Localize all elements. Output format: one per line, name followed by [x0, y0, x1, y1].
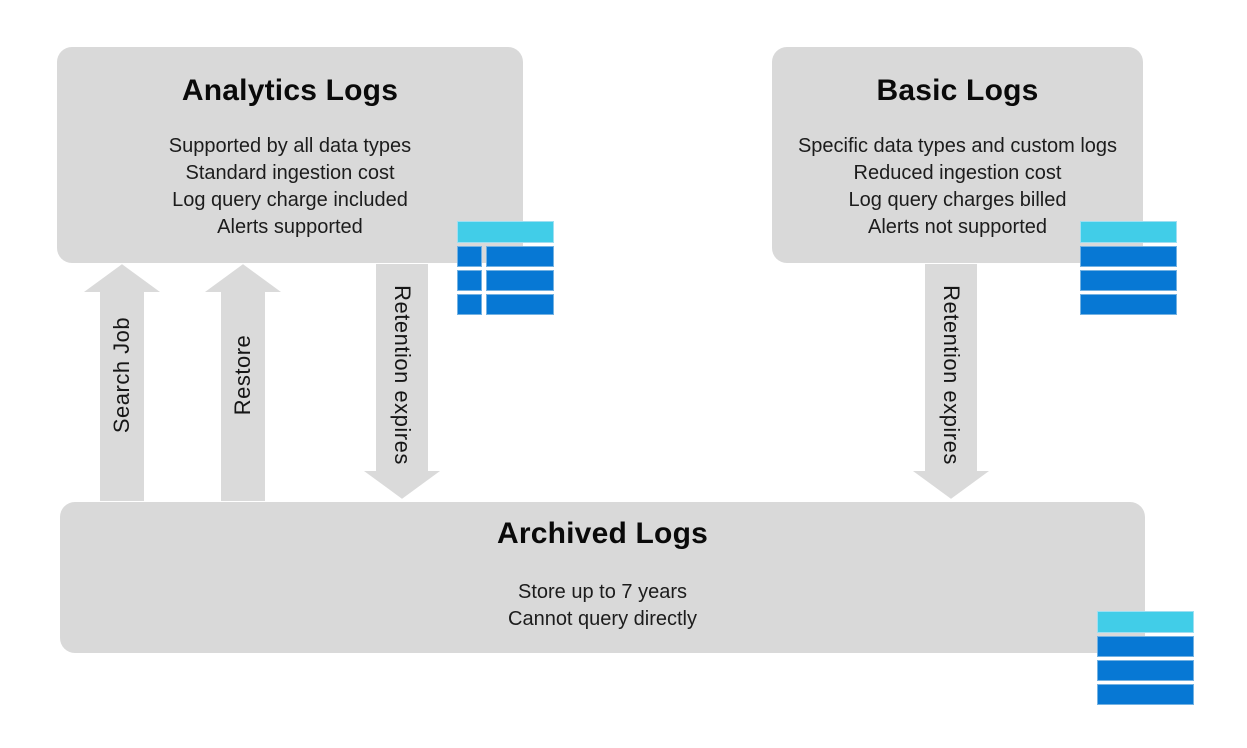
icon-row [458, 271, 553, 290]
analytics-logs-title: Analytics Logs [181, 74, 399, 107]
arrow-down-icon [360, 263, 444, 501]
icon-cell [1098, 685, 1193, 704]
analytics-logs-box: Analytics Logs Supported by all data typ… [57, 47, 523, 263]
box-line: Log query charge included [172, 189, 408, 211]
icon-row [1098, 661, 1193, 680]
arrow-label: Restore [230, 334, 255, 416]
box-line: Reduced ingestion cost [853, 162, 1062, 184]
icon-cell [1081, 271, 1176, 290]
box-line: Supported by all data types [168, 135, 412, 157]
arrow-label: Retention expires [390, 285, 415, 465]
icon-row [458, 295, 553, 314]
icon-row [1098, 637, 1193, 656]
icon-header-bar [458, 222, 553, 242]
analytics-logs-details: Supported by all data types Standard ing… [57, 133, 523, 241]
icon-cell [1098, 637, 1193, 656]
archived-logs-details: Store up to 7 years Cannot query directl… [60, 579, 1145, 633]
icon-header-bar [1098, 612, 1193, 632]
box-line: Specific data types and custom logs [797, 135, 1118, 157]
icon-cell [487, 271, 553, 290]
archived-logs-rows-icon [1098, 612, 1193, 704]
restore-arrow: Restore [201, 262, 285, 503]
icon-cell [1081, 247, 1176, 266]
icon-row [1081, 247, 1176, 266]
box-line: Alerts not supported [868, 216, 1047, 238]
icon-row [1098, 685, 1193, 704]
icon-cell [487, 295, 553, 314]
archived-logs-box: Archived Logs Store up to 7 years Cannot… [60, 502, 1145, 653]
icon-row [458, 247, 553, 266]
basic-logs-title: Basic Logs [876, 74, 1039, 107]
retention-expires-arrow-analytics: Retention expires [360, 263, 444, 501]
icon-header-bar [1081, 222, 1176, 242]
basic-logs-rows-icon [1081, 222, 1176, 314]
box-line: Alerts supported [217, 216, 363, 238]
arrow-down-icon [909, 263, 993, 501]
icon-row [1081, 271, 1176, 290]
icon-row [1081, 295, 1176, 314]
box-line: Log query charges billed [848, 189, 1067, 211]
icon-cell [458, 247, 481, 266]
icon-cell [458, 295, 481, 314]
box-line: Cannot query directly [508, 608, 697, 630]
archived-logs-title: Archived Logs [497, 517, 708, 550]
retention-expires-arrow-basic: Retention expires [909, 263, 993, 501]
arrow-label: Retention expires [939, 285, 964, 465]
basic-logs-details: Specific data types and custom logs Redu… [772, 133, 1143, 241]
icon-cell [1081, 295, 1176, 314]
search-job-arrow: Search Job [80, 262, 164, 503]
icon-cell [1098, 661, 1193, 680]
box-line: Standard ingestion cost [185, 162, 395, 184]
arrow-label: Search Job [109, 317, 134, 434]
box-line: Store up to 7 years [518, 581, 687, 603]
icon-cell [487, 247, 553, 266]
analytics-logs-table-icon [458, 222, 553, 314]
icon-cell [458, 271, 481, 290]
